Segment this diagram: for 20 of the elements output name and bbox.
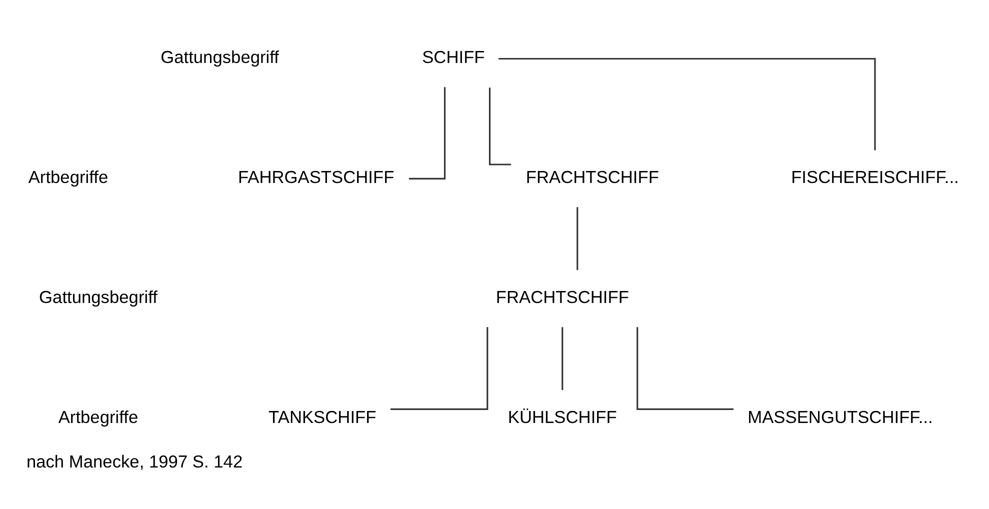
connector [562,327,564,390]
node-text: TANKSCHIFF [268,407,376,428]
node-text: MASSENGUTSCHIFF... [748,407,933,428]
connector [576,207,578,270]
node-text: FISCHEREISCHIFF... [791,167,959,188]
connector [390,327,488,410]
label: Gattungsbegriff [160,47,279,68]
node-text: FRACHTSCHIFF [496,287,629,308]
caption: nach Manecke, 1997 S. 142 [26,451,243,472]
label: Gattungsbegriff [39,287,158,308]
label: Artbegriffe [58,407,138,428]
node-text: FAHRGASTSCHIFF [238,167,394,188]
node-text: SCHIFF [422,47,485,68]
node-text: KÜHLSCHIFF [508,407,617,428]
connector [498,58,876,150]
connector [488,88,512,166]
connector [636,327,734,410]
label: Artbegriffe [28,167,108,188]
node-text: FRACHTSCHIFF [526,167,659,188]
connector [408,87,446,180]
